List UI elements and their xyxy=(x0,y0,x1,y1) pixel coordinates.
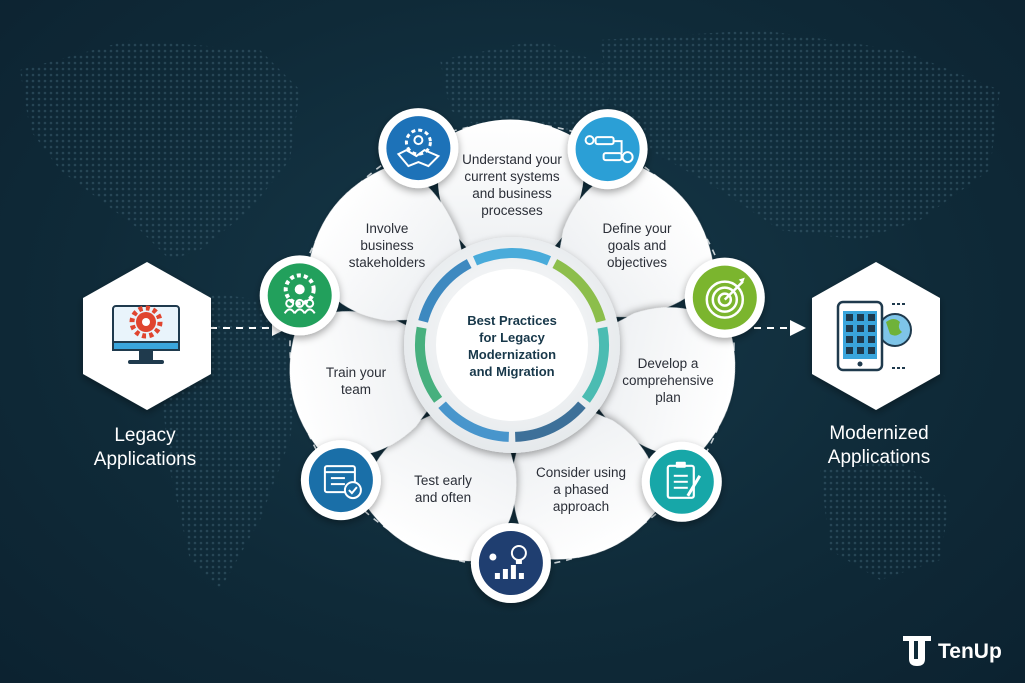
clipboard-icon xyxy=(666,461,702,499)
ring-segment xyxy=(418,259,472,323)
ring-segment xyxy=(472,248,552,266)
practice-badge xyxy=(259,255,340,336)
practice-label: Involve business stakeholders xyxy=(348,221,426,270)
app-tile xyxy=(868,325,875,332)
ring-segment xyxy=(514,401,586,442)
legacy-label: Legacy Applications xyxy=(93,425,197,470)
handshake-icon xyxy=(396,128,441,168)
practice-badge xyxy=(684,257,765,338)
app-tile xyxy=(868,336,875,343)
app-tile xyxy=(846,347,853,354)
monitor-gear-icon xyxy=(112,305,180,364)
practice-label: Develop a comprehensive plan xyxy=(622,356,714,405)
ring-segment xyxy=(581,326,610,403)
modernized-label: Modernized Applications xyxy=(827,423,931,468)
app-tile xyxy=(857,314,864,321)
practice-badge xyxy=(470,523,551,603)
center-title: Best Practices for Legacy Modernization … xyxy=(467,313,557,379)
app-tile xyxy=(846,325,853,332)
app-tile xyxy=(868,347,875,354)
practice-badge xyxy=(378,108,459,189)
practice-label: Understand your current systems and busi… xyxy=(462,152,562,218)
checklist-window-icon xyxy=(323,465,362,500)
practice-label: Test early and often xyxy=(414,473,472,505)
tablet-globe-icon xyxy=(836,300,912,372)
practice-badge xyxy=(641,441,722,522)
app-tile xyxy=(846,314,853,321)
team-gear-icon xyxy=(283,273,316,314)
growth-idea-icon xyxy=(489,545,527,579)
practice-badge xyxy=(567,109,648,190)
ring-segment xyxy=(438,401,510,442)
ring-segment xyxy=(414,326,443,403)
app-tile xyxy=(868,314,875,321)
brand-name: TenUp xyxy=(938,640,1002,663)
practice-label: Train your team xyxy=(325,365,387,397)
center-inner-disc xyxy=(436,269,588,421)
practice-badge xyxy=(300,440,381,521)
app-tile xyxy=(857,347,864,354)
practice-label: Consider using a phased approach xyxy=(535,465,627,514)
app-tile xyxy=(857,325,864,332)
target-icon xyxy=(705,277,745,319)
app-tile xyxy=(846,336,853,343)
ring-segment xyxy=(552,259,606,323)
right-arrow-icon xyxy=(790,320,806,336)
tenup-logo-icon xyxy=(903,636,931,666)
practice-label: Define your goals and objectives xyxy=(602,221,672,270)
app-tile xyxy=(857,336,864,343)
workflow-icon xyxy=(584,135,634,164)
